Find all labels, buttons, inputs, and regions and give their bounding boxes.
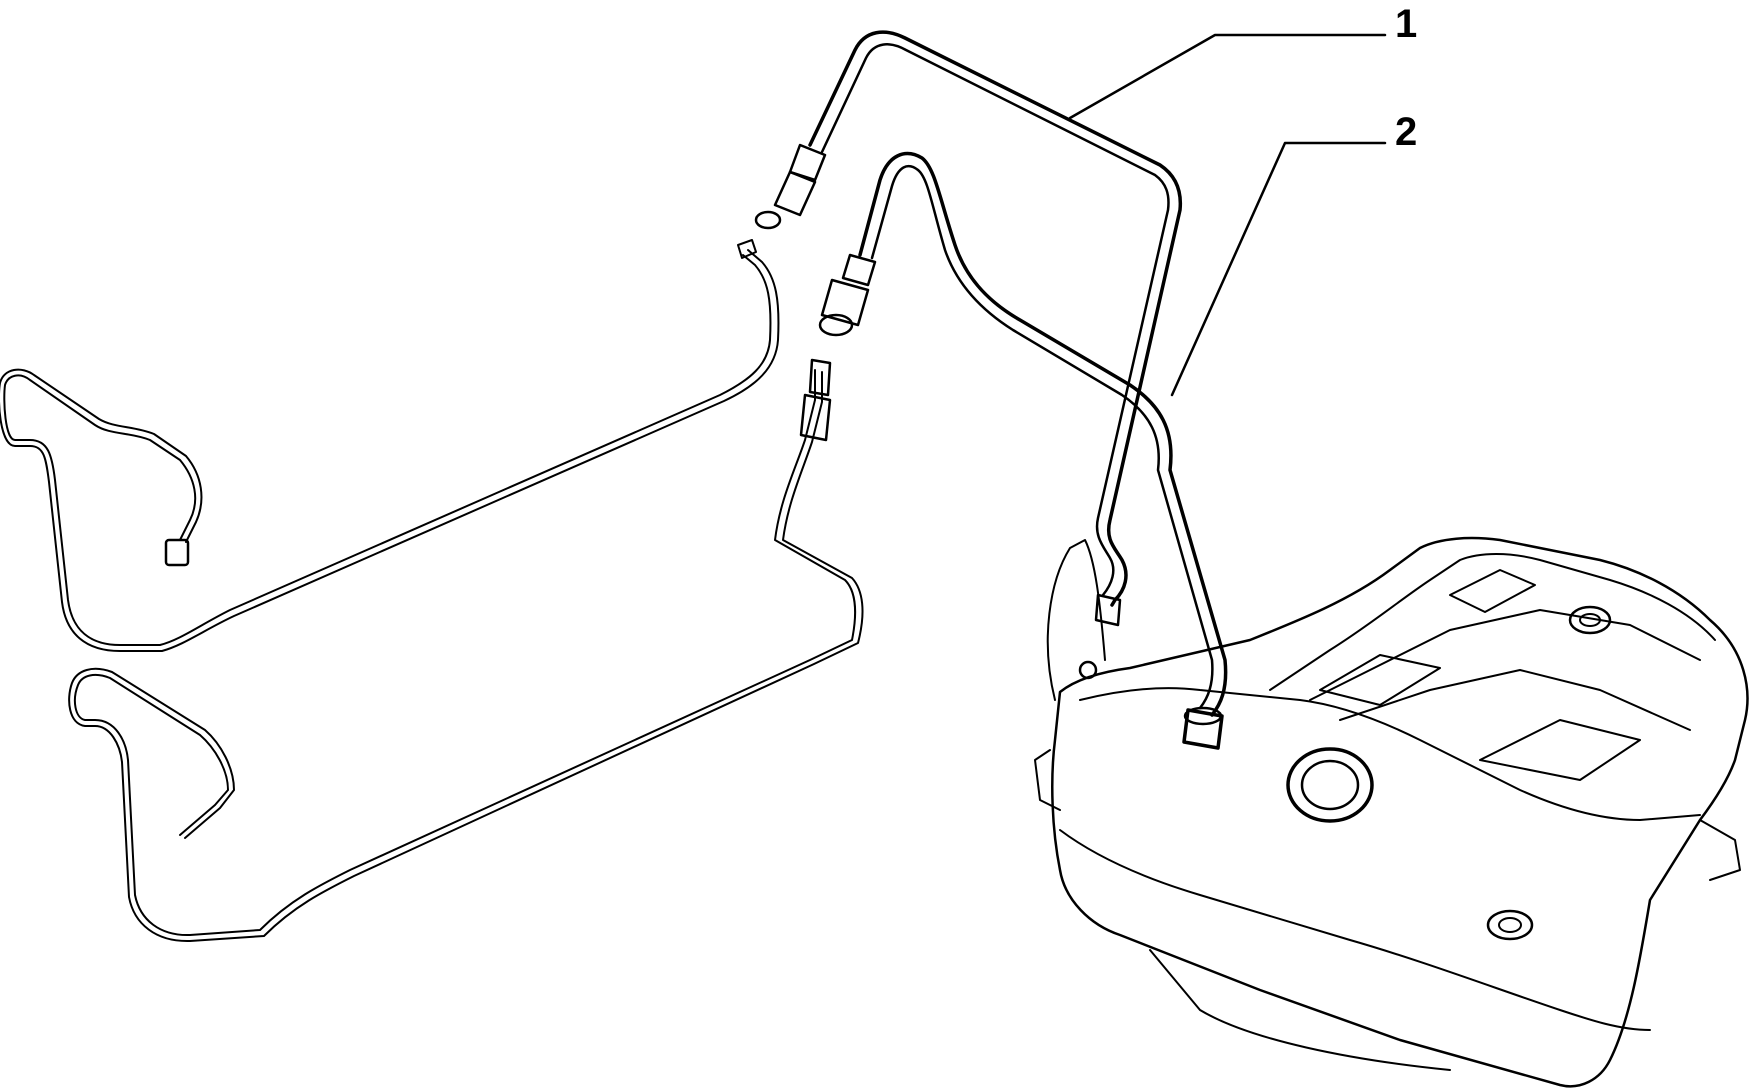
callout-2-label: 2 [1395,110,1417,154]
fuel-pipe-2-fitting-bottom [1182,708,1224,750]
fuel-pipe-1-fitting-top-2 [773,170,817,217]
long-line-upper-fitting [164,538,190,567]
fuel-pipe-1-inner [820,43,1170,597]
fuel-tank-lower-band [1059,829,1651,1031]
fuel-pump-ring [1286,747,1374,823]
fuel-tank-hump [1269,553,1716,691]
fuel-pipe-1 [754,30,1183,627]
fuel-tank-flange-left [1034,749,1061,811]
fuel-tank-flange-right [1699,819,1741,881]
fuel-pipe-1-fitting-top [788,143,827,182]
fuel-tank-mount-hole-2 [1486,909,1534,941]
fuel-tank-bottom-edge [1149,949,1451,1071]
fuel-pipe-1-fitting-bottom [1094,593,1122,627]
fuel-pipe-2-outer [858,151,1228,717]
fuel-tank [1034,536,1749,1088]
long-line-upper-end [737,239,757,259]
fuel-pipe-2-end-cap [818,313,854,337]
fuel-tank-mount-hole-1-inner [1579,613,1601,627]
fuel-pipe-1-outer [808,30,1183,607]
fuel-pipe-2-inner [870,165,1214,710]
long-line-upper-b [0,249,780,652]
callout-1-leader [1068,33,1387,120]
fuel-tank-filler-area [1046,539,1106,701]
callout-1: 1 [1068,2,1417,120]
fuel-pipe-2 [818,151,1228,750]
fuel-tank-outline [1051,536,1749,1088]
fuel-tank-mount-hole-2-inner [1498,917,1522,933]
fuel-pump-ring-inner [1300,759,1360,811]
fuel-tank-recess-1 [1319,654,1441,706]
long-line-lower-a [73,369,857,937]
fuel-tank-recess-3 [1479,719,1641,781]
fuel-pipe-1-end-cap [754,210,782,230]
callout-1-label: 1 [1395,2,1417,46]
fuel-pipe-2-fitting-top [841,253,877,287]
fuel-tank-mount-hole-1 [1568,605,1612,635]
callout-2: 2 [1170,110,1417,397]
long-fuel-line-upper [0,239,780,652]
long-fuel-line-lower [68,358,864,943]
fuel-tank-ridge-2 [1339,669,1691,731]
fuel-tank-hump-ridge [1309,609,1701,701]
fuel-pipe-2-bottom-cap [1183,706,1223,726]
long-line-lower-fitting-top-2 [808,358,832,397]
fuel-tank-clip [1078,660,1098,680]
fuel-tank-recess-2 [1449,569,1536,613]
long-line-lower-b [68,371,864,943]
fuel-tank-top-face [1079,687,1701,821]
long-line-lower-fitting-top [799,393,832,442]
callout-2-leader [1170,141,1387,397]
fuel-pipe-2-fitting-top-2 [820,278,870,327]
long-line-upper-a [3,254,772,646]
